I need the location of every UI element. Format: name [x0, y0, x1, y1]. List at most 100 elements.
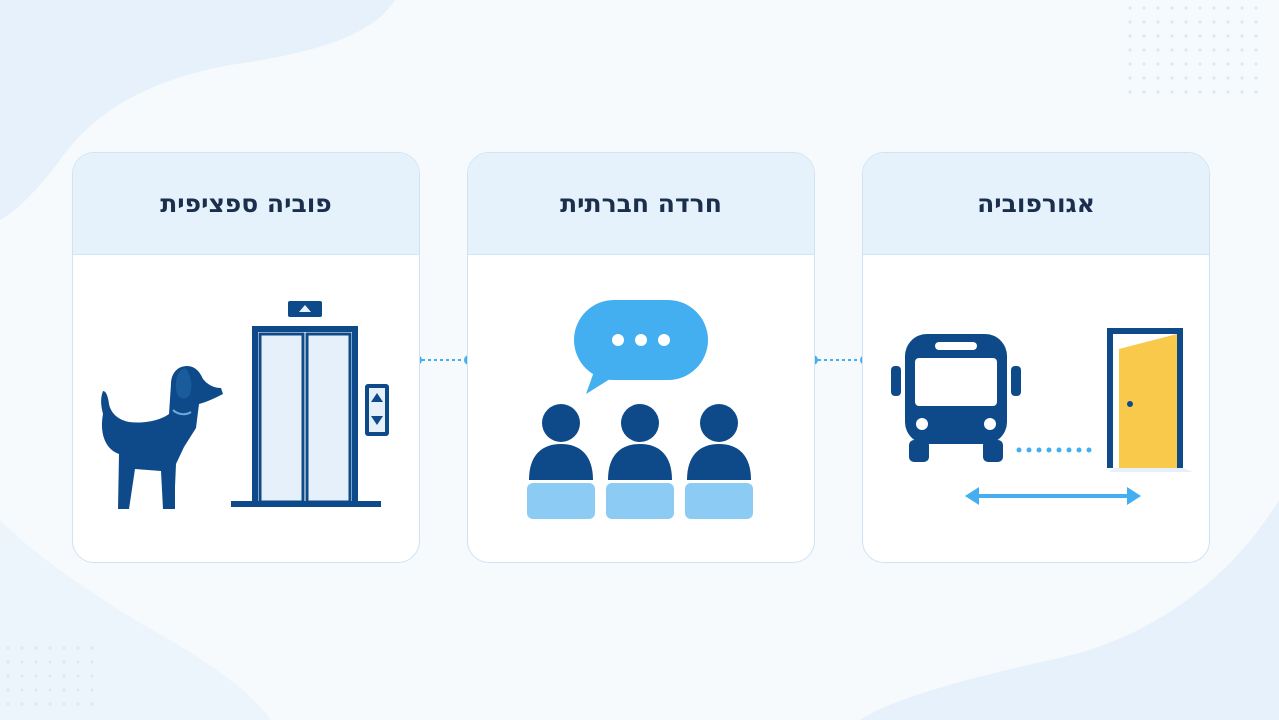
- decor-dot: [1212, 90, 1216, 94]
- decor-dot: [1170, 76, 1174, 80]
- decor-dot: [1156, 20, 1160, 24]
- decor-dot: [1254, 48, 1258, 52]
- decor-dot: [1226, 76, 1230, 80]
- decor-dot: [1184, 90, 1188, 94]
- decor-dot: [1184, 48, 1188, 52]
- decor-dot: [1142, 90, 1146, 94]
- decor-dot: [1254, 34, 1258, 38]
- dot-pattern-bottom-left: [6, 646, 94, 706]
- decor-dot: [1170, 20, 1174, 24]
- decor-dot: [48, 646, 52, 650]
- decor-dot: [76, 674, 80, 678]
- decor-dot: [1240, 48, 1244, 52]
- decor-dot: [90, 688, 94, 692]
- person-icon: [527, 404, 595, 519]
- decor-dot: [1156, 34, 1160, 38]
- decor-dot: [1128, 20, 1132, 24]
- decor-dot: [1198, 76, 1202, 80]
- card-title: חרדה חברתית: [560, 189, 722, 218]
- decor-dot: [62, 646, 66, 650]
- card-title: אגורפוביה: [977, 189, 1095, 218]
- decor-dot: [20, 660, 24, 664]
- decor-dot: [1226, 34, 1230, 38]
- decor-dot: [1128, 48, 1132, 52]
- open-door-icon: [1107, 328, 1193, 472]
- decor-dot: [1156, 48, 1160, 52]
- card-title: פוביה ספציפית: [160, 189, 332, 218]
- decor-dot: [1240, 20, 1244, 24]
- decor-dot: [1184, 34, 1188, 38]
- decor-dot: [76, 702, 80, 706]
- dot-pattern-top-right: [1128, 6, 1258, 94]
- elevator-icon: [231, 301, 389, 507]
- decor-dot: [1156, 6, 1160, 10]
- decor-dot: [1170, 90, 1174, 94]
- decor-dot: [1184, 62, 1188, 66]
- audience-icon: [527, 404, 753, 519]
- decor-dot: [1170, 6, 1174, 10]
- person-icon: [606, 404, 674, 519]
- decor-dot: [1170, 48, 1174, 52]
- decor-dot: [48, 674, 52, 678]
- decor-dot: [1240, 76, 1244, 80]
- decor-dot: [1142, 20, 1146, 24]
- agoraphobia-illustration: [891, 328, 1193, 505]
- decor-dot: [1170, 62, 1174, 66]
- speech-bubble-icon: [574, 300, 708, 394]
- bus-icon: [891, 334, 1021, 462]
- decor-dot: [62, 660, 66, 664]
- decor-dot: [1156, 76, 1160, 80]
- decor-dot: [1212, 20, 1216, 24]
- decor-dot: [20, 702, 24, 706]
- decor-dot: [1226, 90, 1230, 94]
- decor-dot: [1156, 90, 1160, 94]
- decor-dot: [1240, 62, 1244, 66]
- decor-dot: [1254, 76, 1258, 80]
- decor-dot: [20, 646, 24, 650]
- dotted-path: [1016, 447, 1092, 453]
- decor-dot: [1128, 6, 1132, 10]
- decor-dot: [48, 688, 52, 692]
- dog-icon: [101, 366, 223, 509]
- background-blob-bottom-right: [860, 500, 1279, 720]
- decor-dot: [34, 702, 38, 706]
- decor-dot: [1142, 48, 1146, 52]
- decor-dot: [1240, 90, 1244, 94]
- decor-dot: [1212, 62, 1216, 66]
- decor-dot: [34, 660, 38, 664]
- decor-dot: [1198, 90, 1202, 94]
- decor-dot: [1240, 34, 1244, 38]
- background-blob-top-left: [0, 0, 395, 220]
- decor-dot: [76, 646, 80, 650]
- decor-dot: [1226, 48, 1230, 52]
- decor-dot: [1254, 90, 1258, 94]
- decor-dot: [6, 674, 10, 678]
- decor-dot: [76, 688, 80, 692]
- decor-dot: [1254, 20, 1258, 24]
- decor-dot: [1212, 34, 1216, 38]
- person-icon: [685, 404, 753, 519]
- card-header: אגורפוביה: [863, 153, 1209, 255]
- decor-dot: [1198, 48, 1202, 52]
- decor-dot: [1184, 76, 1188, 80]
- decor-dot: [34, 646, 38, 650]
- decor-dot: [1254, 6, 1258, 10]
- decor-dot: [48, 702, 52, 706]
- decor-dot: [34, 674, 38, 678]
- decor-dot: [1212, 48, 1216, 52]
- decor-dot: [1128, 76, 1132, 80]
- decor-dot: [1142, 62, 1146, 66]
- decor-dot: [90, 702, 94, 706]
- specific-phobia-illustration: [101, 301, 389, 509]
- decor-dot: [1212, 6, 1216, 10]
- card-header: חרדה חברתית: [468, 153, 814, 255]
- decor-dot: [1128, 90, 1132, 94]
- decor-dot: [1226, 62, 1230, 66]
- double-arrow-icon: [965, 487, 1141, 505]
- decor-dot: [1128, 62, 1132, 66]
- decor-dot: [48, 660, 52, 664]
- decor-dot: [1198, 34, 1202, 38]
- decor-dot: [1170, 34, 1174, 38]
- decor-dot: [1198, 62, 1202, 66]
